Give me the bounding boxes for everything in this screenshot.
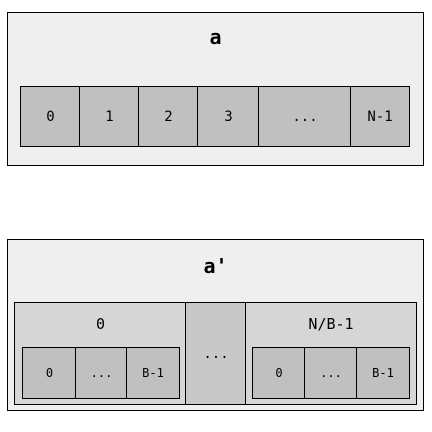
block-first-cell-last: B-1 bbox=[126, 347, 180, 399]
array-a-cell-1: 1 bbox=[79, 86, 140, 147]
array-a-cell-last: N-1 bbox=[350, 86, 410, 147]
block-group-last-label: N/B-1 bbox=[308, 315, 354, 333]
block-first-cell-ellipsis: ... bbox=[75, 347, 128, 399]
block-first-cell-0: 0 bbox=[22, 347, 77, 399]
array-a-prime-title: a' bbox=[203, 254, 228, 278]
array-a-cell-0: 0 bbox=[20, 86, 81, 147]
block-group-first-label: 0 bbox=[95, 315, 106, 333]
array-a-cell-ellipsis: ... bbox=[258, 86, 352, 147]
block-middle-ellipsis: ... bbox=[185, 302, 247, 405]
array-a-cell-2: 2 bbox=[138, 86, 199, 147]
block-last-cell-last: B-1 bbox=[356, 347, 410, 399]
block-last-cell-0: 0 bbox=[252, 347, 306, 399]
array-a-cell-3: 3 bbox=[197, 86, 260, 147]
array-a-title: a bbox=[209, 25, 222, 49]
block-last-cell-ellipsis: ... bbox=[304, 347, 358, 399]
